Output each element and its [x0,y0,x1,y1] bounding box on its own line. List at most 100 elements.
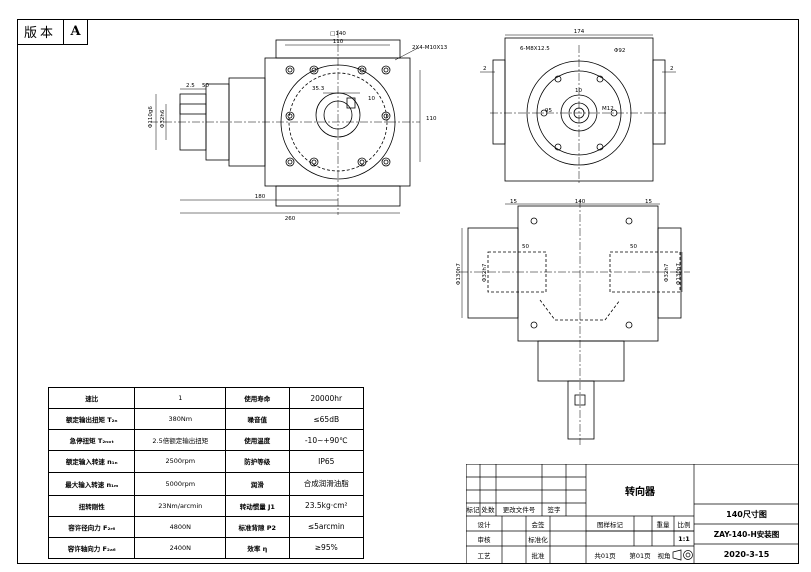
spec-value: IP65 [288,450,364,473]
spec-param: 转动惯量 J1 [225,494,290,517]
bolt-holes [285,65,391,167]
tb-drawing-code: ZAY-140-H安装图 [713,529,780,539]
spec-value: ≥95% [288,536,364,560]
dim-110-top: 110 [333,39,344,45]
dim-r-dia: Φ92 [614,48,625,54]
dim-174: 174 [574,29,585,35]
spec-param: 标准背隙 P2 [225,515,290,538]
tb-sheet-total: 共01页 [594,552,616,560]
spec-param: 噪音值 [225,408,290,431]
spec-param: 容许径向力 F₂ᵣ₆ [47,515,136,538]
dim-10: 10 [368,96,375,102]
spec-value: 5000rpm [134,471,227,496]
drawing-frame [17,19,799,564]
spec-value: 20000hr [288,386,364,410]
spec-param: 容许轴向力 F₂ₐ₆ [47,536,136,560]
tb-r3: 工艺 [477,552,491,560]
front-view [150,30,421,215]
dim-r10: 10 [575,88,582,94]
dimension-labels: □140 110 2X4-M10X13 35.3 10 110 180 260 … [148,29,682,285]
dim-r95: 95 [545,108,552,114]
spec-value: 2.5倍额定输出扭矩 [134,429,227,452]
dim-35: 35.3 [312,86,325,92]
dim-180: 180 [255,194,266,200]
dim-b-dia-right2: Φ32h7 [664,263,670,282]
spec-param: 使用温度 [225,429,290,452]
tb-h4: 签字 [547,506,561,514]
dim-b-dia-left2: Φ32h7 [482,263,488,282]
tb-ratio: 比例 [677,520,691,529]
tb-h3: 更改文件号 [502,506,536,514]
dim-b-dia-right: Φ130h7 [676,263,682,285]
tb-scale: 1:1 [678,534,690,543]
tb-weight: 重量 [656,520,670,529]
dim-2-5: 2.5 [186,83,195,89]
tb-r2b: 标准化 [528,535,548,544]
tb-h1: 标记 [466,506,480,514]
spec-value: 4800N [134,515,227,538]
top-view [460,200,690,445]
dim-shaft-outer: Φ110g6 [148,106,154,128]
spec-value: 2500rpm [134,450,227,473]
tb-r2: 审核 [477,535,491,544]
tb-drawing-title: 140尺寸图 [726,509,767,519]
spec-param: 额定输出扭矩 T₂ₙ [47,408,136,431]
dim-2-left: 2 [483,66,487,72]
spec-value: ≤5arcmin [288,515,364,538]
dim-50: 50 [202,83,209,89]
dim-b50-right: 50 [630,244,637,250]
spec-value: 1 [134,386,227,410]
version-box: 版本 A [17,19,88,45]
tb-pattern-mark: 图样标记 [597,520,623,529]
spec-param: 速比 [47,386,136,410]
version-value: A [70,24,81,39]
dim-holes: 2X4-M10X13 [412,45,448,51]
spec-param: 急停扭矩 T₂ₙₒₜ [47,429,136,452]
dim-2-right: 2 [670,66,674,72]
version-label: 版本 [17,19,64,44]
spec-value: 380Nm [134,408,227,431]
spec-param: 扭转刚性 [47,494,136,517]
spec-param: 额定输入转速 n₁ₙ [47,450,136,473]
spec-value: 23Nm/arcmin [134,494,227,517]
title-block: 标记 处数 更改文件号 签字 设计 会签 审核 标准化 工艺 批准 转向器 图样… [466,464,799,564]
spec-param: 最大输入转速 n₁ₘ [47,471,136,496]
spec-value: -10~+90℃ [288,429,364,452]
tb-product: 转向器 [625,486,655,498]
dim-b-dia-left: Φ130h7 [456,263,462,285]
dim-square: □140 [330,31,346,37]
dim-r-holes: 6-M8X12.5 [520,46,550,52]
tb-date: 2020-3-15 [723,549,770,559]
tb-r1: 设计 [477,520,491,529]
spec-param: 使用寿命 [225,386,290,410]
tb-sheet-no: 第01页 [629,552,651,560]
dim-b15-left: 15 [510,199,517,205]
spec-value: 2400N [134,536,227,560]
dim-260: 260 [285,216,296,222]
tb-r3b: 批准 [531,552,545,560]
spec-value: ≤65dB [288,408,364,431]
projection-symbol-icon [672,546,694,564]
tb-view: 视角 [657,552,671,560]
spec-param: 防护等级 [225,450,290,473]
dim-shaft-inner: Φ32h6 [160,109,166,128]
tb-r1b: 会签 [531,520,545,529]
tb-h2: 处数 [481,506,495,514]
dim-110-side: 110 [426,116,437,122]
spec-param: 效率 η [225,536,290,560]
dim-b140: 140 [575,199,586,205]
dim-b50-left: 50 [522,244,529,250]
spec-param: 润滑 [225,471,290,496]
spec-value: 23.5kg·cm² [288,494,364,517]
side-view [480,34,676,185]
